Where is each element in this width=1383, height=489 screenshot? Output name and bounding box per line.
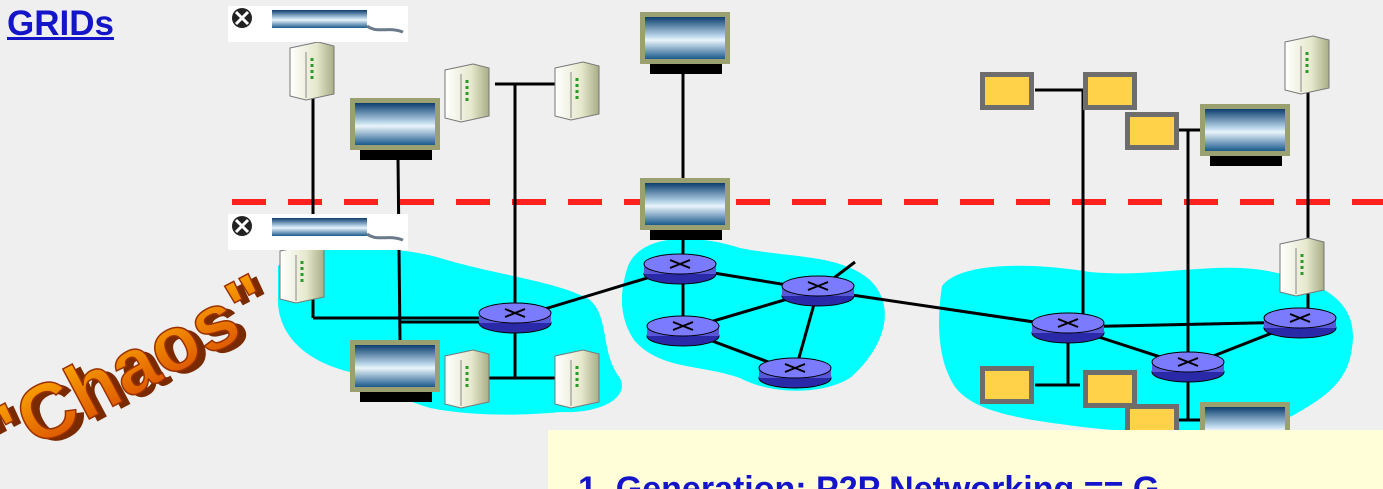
server (279, 244, 325, 304)
router (478, 302, 552, 334)
router (781, 275, 855, 307)
terminal (980, 366, 1034, 404)
router (1031, 312, 1105, 344)
server (444, 63, 490, 123)
router (646, 315, 720, 347)
generation-caption: 1. Generation: P2P Networking == G (578, 470, 1160, 489)
page-title[interactable]: GRIDs (7, 4, 114, 43)
router (1151, 351, 1225, 383)
monitor (640, 178, 730, 240)
terminal (980, 72, 1034, 110)
server (289, 41, 335, 101)
router (643, 253, 717, 285)
routers (478, 253, 1337, 389)
chaos-wordart: "Chaos" "Chaos" (0, 255, 294, 483)
network-cloud-right (939, 265, 1354, 433)
monitor (350, 340, 440, 402)
server (444, 349, 490, 409)
projector-icon (228, 6, 408, 42)
generation-caption-box: 1. Generation: P2P Networking == G (548, 430, 1383, 489)
router (1263, 307, 1337, 339)
router (758, 357, 832, 389)
projector-icon (228, 214, 408, 250)
monitor (640, 12, 730, 74)
terminal (1083, 72, 1137, 110)
terminal (1125, 112, 1179, 150)
server (554, 349, 600, 409)
server (1279, 237, 1325, 297)
server (554, 61, 600, 121)
server (1284, 35, 1330, 95)
servers (279, 35, 1330, 409)
terminal (1083, 370, 1137, 408)
monitor (350, 98, 440, 160)
chaos-wordart-text: "Chaos" (0, 256, 286, 480)
monitor (1200, 104, 1290, 166)
